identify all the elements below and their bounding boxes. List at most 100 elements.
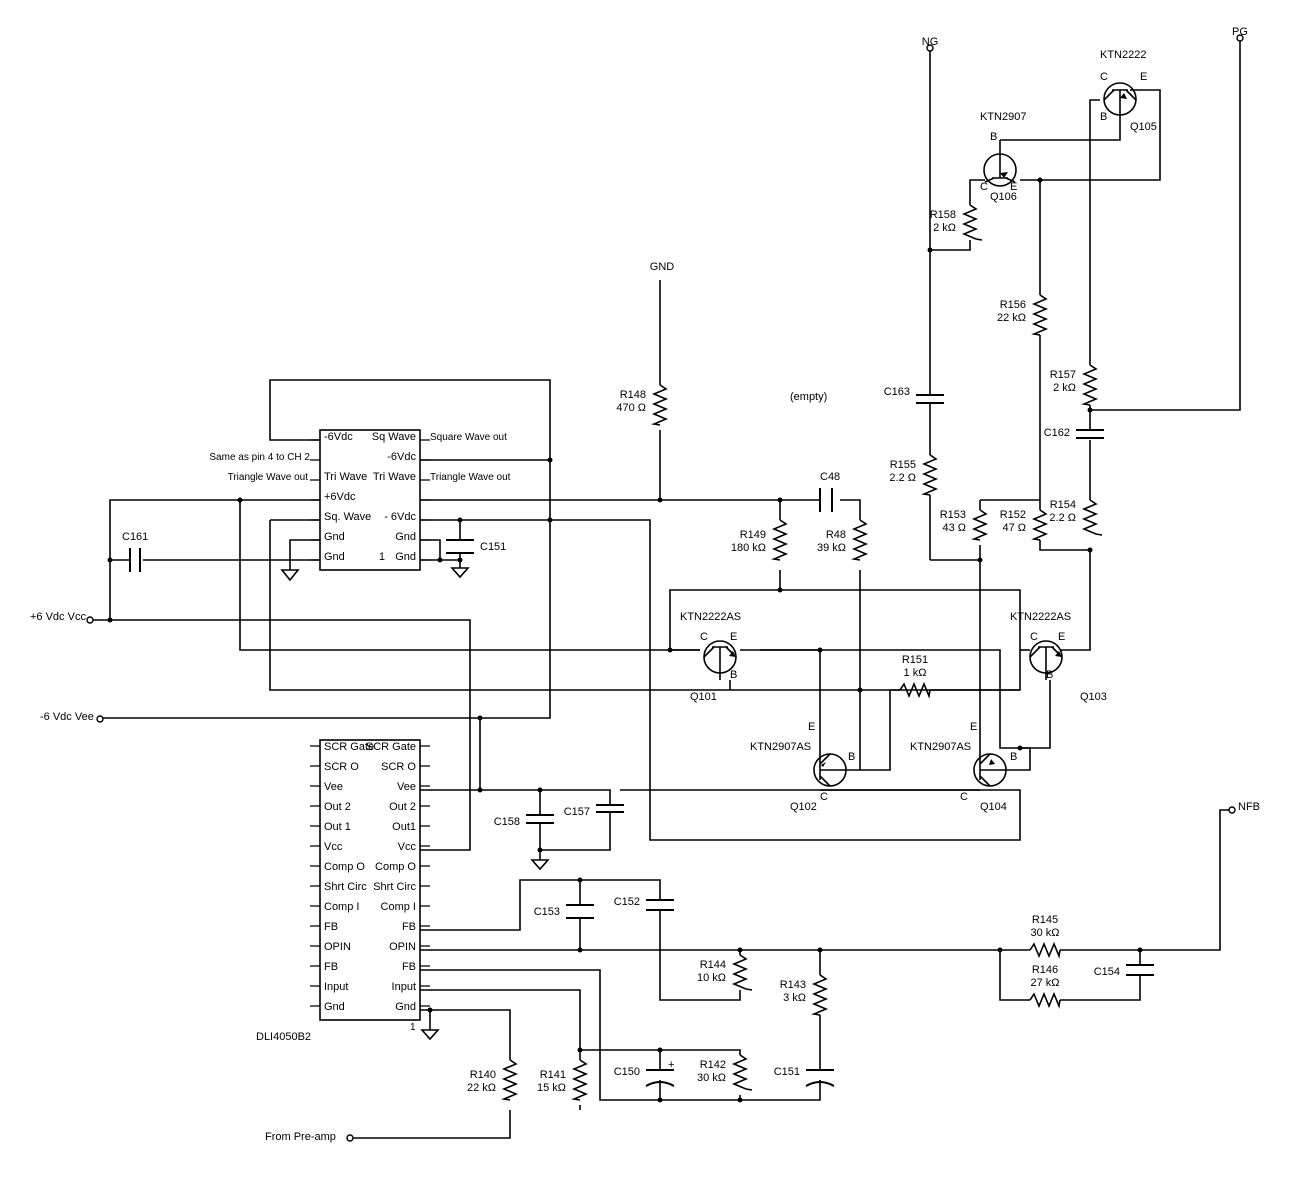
c151-generator-ref: C151 [480, 541, 506, 553]
q106-part: KTN2907 [980, 111, 1026, 123]
r143-ref: R143 [780, 979, 806, 991]
ic-pin-right: Comp I [381, 901, 416, 913]
gen-pin-right: Gnd [395, 531, 416, 543]
q102-ref: Q102 [790, 801, 817, 813]
q104-base-label: B [1010, 751, 1017, 763]
port-pg-label: PG [1232, 26, 1248, 38]
capacitor-c151-output: C151 [774, 1066, 835, 1087]
r153-ref: R153 [940, 509, 966, 521]
ic-pin-left: Vcc [324, 841, 343, 853]
ground-symbol [530, 859, 550, 871]
r140-value: 22 kΩ [467, 1082, 496, 1094]
r149-value: 180 kΩ [731, 542, 766, 554]
ground-symbol [280, 569, 300, 582]
q102-base-label: B [848, 751, 855, 763]
port-preamp-label: From Pre-amp [265, 1131, 336, 1143]
q101-part: KTN2222AS [680, 611, 741, 623]
port-preamp: From Pre-amp [265, 1131, 354, 1143]
q102-collector-label: C [820, 791, 828, 803]
amplifier-ic: SCR Gate SCR O Vee Out 2 Out 1 Vcc Comp … [256, 739, 430, 1043]
c152-ref: C152 [614, 896, 640, 908]
transistor-q102: E B C KTN2907AS Q102 [750, 721, 855, 813]
ground-symbol [450, 567, 470, 579]
ic-pin-right: Out 2 [389, 801, 416, 813]
gen-pin-left: Gnd [324, 551, 345, 563]
q105-part: KTN2222 [1100, 49, 1146, 61]
r151-value: 1 kΩ [904, 667, 927, 679]
q103-collector-label: C [1030, 631, 1038, 643]
c150-polarity-mark: + [668, 1059, 674, 1071]
capacitor-c152: C152 [614, 896, 674, 911]
ic-name: DLI4050B2 [256, 1031, 311, 1043]
ic-pin-right: Comp O [375, 861, 416, 873]
c151-output-ref: C151 [774, 1066, 800, 1078]
resistor-r142: R142 30 kΩ [697, 1054, 753, 1091]
r152-value: 47 Ω [1002, 522, 1026, 534]
ic-pin-left: Gnd [324, 1001, 345, 1013]
junction-dots [107, 177, 1143, 1103]
ic-pin-left: Out 2 [324, 801, 351, 813]
q101-base-label: B [730, 669, 737, 681]
r154-value: 2.2 Ω [1049, 512, 1076, 524]
ic-pin-right: FB [402, 921, 416, 933]
r141-ref: R141 [540, 1069, 566, 1081]
r155-value: 2.2 Ω [889, 472, 916, 484]
r157-ref: R157 [1050, 369, 1076, 381]
q102-emitter-label: E [808, 721, 815, 733]
ic-pin-left: SCR Gate [324, 741, 374, 753]
gen-pin-right: Tri Wave [373, 471, 416, 483]
gen-pin-left: Sq. Wave [324, 511, 371, 523]
ic-pin-left: FB [324, 921, 338, 933]
port-gnd: GND [650, 261, 675, 273]
q101-emitter-label: E [730, 631, 737, 643]
resistor-r154: R154 2.2 Ω [1049, 499, 1103, 536]
resistor-r157: R157 2 kΩ [1050, 364, 1099, 406]
q103-ref: Q103 [1080, 691, 1107, 703]
c153-ref: C153 [534, 906, 560, 918]
q106-emitter-label: E [1010, 181, 1017, 193]
ic-pin-right: Shrt Circ [373, 881, 416, 893]
c154-ref: C154 [1094, 966, 1120, 978]
capacitor-c162: C162 [1044, 427, 1104, 439]
empty-placeholder: (empty) [790, 391, 827, 403]
ic-pin-left: Comp O [324, 861, 365, 873]
q101-collector-label: C [700, 631, 708, 643]
c157-ref: C157 [564, 806, 590, 818]
capacitor-c151-generator: C151 [446, 539, 506, 554]
gen-note: Square Wave out [430, 432, 507, 443]
gen-pin-left: -6Vdc [324, 431, 353, 443]
r145-ref: R145 [1032, 914, 1058, 926]
ic-pin-right: SCR Gate [366, 741, 416, 753]
ic-pin-right: Out1 [392, 821, 416, 833]
q104-ref: Q104 [980, 801, 1007, 813]
q106-collector-label: C [980, 181, 988, 193]
gen-pin-right: - 6Vdc [384, 511, 416, 523]
r158-value: 2 kΩ [933, 222, 956, 234]
gen-pin-left: Tri Wave [324, 471, 367, 483]
capacitor-c150: C150 + [614, 1059, 675, 1087]
resistor-r144: R144 10 kΩ [697, 954, 753, 991]
resistor-r155: R155 2.2 Ω [889, 454, 939, 496]
r156-value: 22 kΩ [997, 312, 1026, 324]
q105-ref: Q105 [1130, 121, 1157, 133]
gen-note: Triangle Wave out [228, 472, 309, 483]
ic-pin-left: Shrt Circ [324, 881, 367, 893]
ground-symbol [420, 1029, 440, 1041]
r48-value: 39 kΩ [817, 542, 846, 554]
port-nfb-label: NFB [1238, 801, 1260, 813]
r144-ref: R144 [700, 959, 726, 971]
transistor-q104: E B C KTN2907AS Q104 [910, 721, 1017, 813]
gen-pin-right: -6Vdc [387, 451, 416, 463]
r148-value: 470 Ω [616, 402, 646, 414]
r142-value: 30 kΩ [697, 1072, 726, 1084]
resistor-r141: R141 15 kΩ [537, 1050, 589, 1101]
q104-collector-label: C [960, 791, 968, 803]
r157-value: 2 kΩ [1053, 382, 1076, 394]
q103-base-label: B [1046, 669, 1053, 681]
resistor-r146: R146 27 kΩ [1029, 964, 1061, 1009]
c163-ref: C163 [884, 386, 910, 398]
r143-value: 3 kΩ [783, 992, 806, 1004]
ic-pin-right: OPIN [389, 941, 416, 953]
r144-value: 10 kΩ [697, 972, 726, 984]
